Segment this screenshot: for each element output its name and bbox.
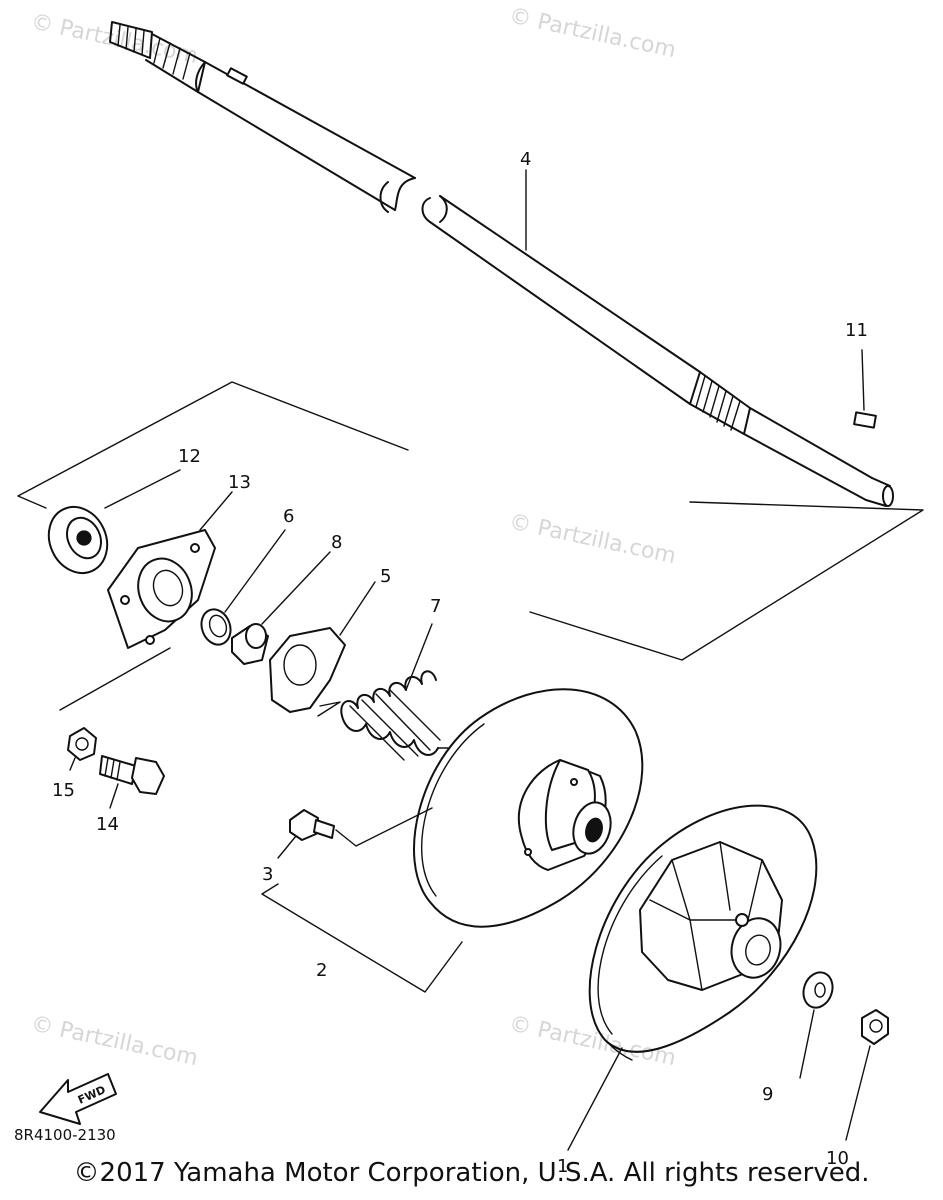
part-14-bolt bbox=[99, 755, 165, 809]
callout-12: 12 bbox=[178, 446, 201, 467]
watermarks: © Partzilla.com © Partzilla.com © Partzi… bbox=[29, 3, 678, 1071]
part-9-washer bbox=[799, 971, 834, 1079]
part-12-bearing bbox=[47, 469, 181, 575]
callout-13: 13 bbox=[228, 472, 251, 493]
part-3-screw bbox=[277, 807, 433, 859]
part-2-sheave bbox=[413, 688, 644, 928]
callout-7: 7 bbox=[430, 596, 441, 617]
part-1-sheave bbox=[588, 804, 818, 1061]
watermark: © Partzilla.com bbox=[507, 3, 678, 63]
callout-8: 8 bbox=[331, 532, 342, 553]
part-10-nut bbox=[845, 1009, 889, 1141]
part-7-spring bbox=[340, 623, 449, 761]
callout-1: 1 bbox=[557, 1156, 568, 1177]
drawing-code: 8R4100-2130 bbox=[14, 1126, 116, 1144]
callout-5: 5 bbox=[380, 566, 391, 587]
callout-3: 3 bbox=[262, 864, 273, 885]
callout-6: 6 bbox=[283, 506, 294, 527]
callout-10: 10 bbox=[826, 1148, 849, 1169]
part-13-plate bbox=[107, 491, 233, 649]
callout-2: 2 bbox=[316, 960, 327, 981]
part-15-nut bbox=[67, 727, 97, 771]
part-5-cam bbox=[269, 581, 376, 717]
callout-14: 14 bbox=[96, 814, 119, 835]
part-1-leader bbox=[567, 1047, 623, 1151]
part-8-collar bbox=[231, 551, 331, 665]
copyright-text: ©2017 Yamaha Motor Corporation, U.S.A. A… bbox=[73, 1158, 870, 1188]
callout-11: 11 bbox=[845, 320, 868, 341]
shaft-key-slot bbox=[226, 67, 248, 85]
callouts: 1 2 3 4 5 6 7 8 9 10 11 12 13 14 15 bbox=[52, 149, 868, 1177]
watermark: © Partzilla.com bbox=[507, 1011, 678, 1071]
callout-4: 4 bbox=[520, 149, 531, 170]
part-11-key bbox=[853, 349, 877, 429]
part-2-bracket bbox=[261, 883, 463, 993]
callout-9: 9 bbox=[762, 1084, 773, 1105]
watermark: © Partzilla.com bbox=[507, 509, 678, 569]
assembly-outline bbox=[17, 381, 924, 711]
watermark: © Partzilla.com bbox=[29, 9, 200, 69]
shaft bbox=[109, 21, 894, 507]
part-6-ring bbox=[200, 529, 286, 646]
callout-15: 15 bbox=[52, 780, 75, 801]
watermark: © Partzilla.com bbox=[29, 1011, 200, 1071]
fwd-arrow-icon: FWD bbox=[39, 1073, 117, 1125]
